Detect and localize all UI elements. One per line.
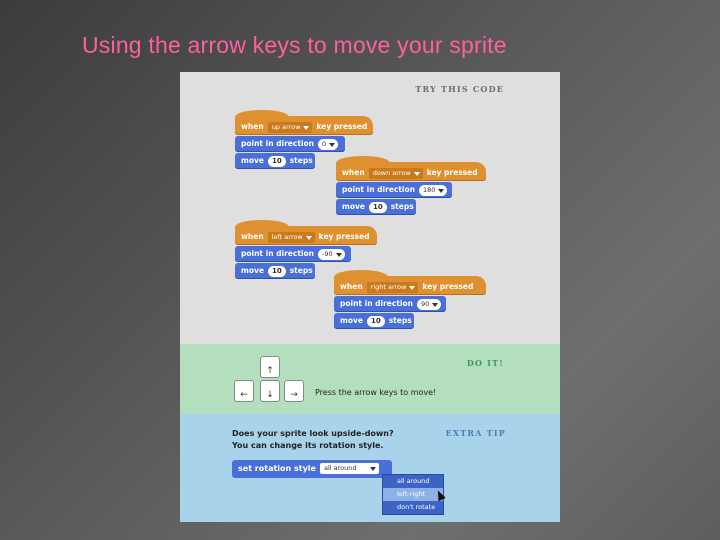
right-arrow-icon: → [290,390,298,400]
move-label: move [241,156,264,165]
do-it-label: DO IT! [466,358,504,368]
right-arrow-key: → [284,380,304,402]
try-this-code-label: TRY THIS CODE [415,84,504,94]
down-arrow-icon: ↓ [266,390,274,400]
menu-option-all-around[interactable]: all around [397,477,430,485]
direction-dropdown[interactable]: 180 [418,184,448,196]
point-in-direction-label: point in direction [340,299,413,308]
slide-title: Using the arrow keys to move your sprite [82,32,507,58]
key-pressed-label: key pressed [316,122,368,131]
steps-label: steps [289,156,313,165]
when-label: when [241,122,264,131]
set-rotation-style-label: set rotation style [238,464,316,473]
do-it-section: DO IT! ↑ ← ↓ → Press the arrow keys to m… [180,344,560,414]
key-dropdown[interactable]: up arrow [267,121,313,133]
extra-tip-label: EXTRA TIP [445,428,506,438]
tip-line-1: Does your sprite look upside-down? [232,429,394,438]
when-label: when [340,282,363,291]
extra-tip-section: EXTRA TIP Does your sprite look upside-d… [180,414,560,522]
tip-text: Does your sprite look upside-down? You c… [232,428,394,452]
key-pressed-label: key pressed [318,232,370,241]
point-in-direction-label: point in direction [241,249,314,258]
steps-input[interactable]: 10 [368,201,387,213]
when-label: when [342,168,365,177]
point-in-direction-label: point in direction [241,139,314,148]
up-arrow-key: ↑ [260,356,280,378]
steps-label: steps [388,316,412,325]
key-pressed-label: key pressed [422,282,474,291]
do-it-instruction: Press the arrow keys to move! [315,388,437,397]
menu-option-left-right[interactable]: left-right [383,488,443,501]
left-arrow-icon: ← [240,390,248,400]
point-in-direction-block[interactable]: point in direction-90 [235,246,351,262]
move-label: move [340,316,363,325]
direction-dropdown[interactable]: 90 [416,298,442,310]
key-dropdown[interactable]: down arrow [368,167,423,179]
key-dropdown[interactable]: left arrow [267,231,315,243]
rotation-style-dropdown[interactable]: all around [319,463,379,474]
left-arrow-key: ← [234,380,254,402]
direction-dropdown[interactable]: -90 [317,248,345,260]
steps-input[interactable]: 10 [366,315,385,327]
tip-line-2: You can change its rotation style. [232,441,384,450]
steps-input[interactable]: 10 [267,265,286,277]
key-pressed-label: key pressed [426,168,478,177]
steps-label: steps [289,266,313,275]
direction-dropdown[interactable]: 0 [317,138,339,150]
up-arrow-icon: ↑ [266,366,274,376]
steps-input[interactable]: 10 [267,155,286,167]
move-label: move [241,266,264,275]
menu-option-dont-rotate[interactable]: don't rotate [397,503,436,511]
steps-label: steps [390,202,414,211]
move-label: move [342,202,365,211]
point-in-direction-label: point in direction [342,185,415,194]
down-arrow-key: ↓ [260,380,280,402]
key-dropdown[interactable]: right arrow [366,281,419,293]
when-label: when [241,232,264,241]
rotation-style-menu: all around left-right don't rotate [382,474,444,515]
